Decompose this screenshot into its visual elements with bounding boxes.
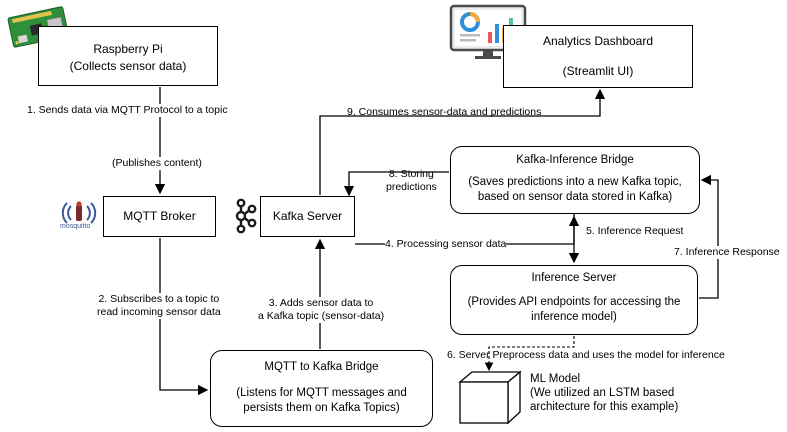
edge-7-connector — [699, 174, 719, 299]
edge-9-label: 9. Consumes sensor-data and predictions — [347, 106, 542, 118]
edge-1-sublabel: (Publishes content) — [112, 157, 202, 170]
mqtt-to-kafka-bridge-desc-line2: persists them on Kafka Topics) — [243, 402, 400, 414]
edge-2-label: 2. Subscribes to a topic to read incomin… — [97, 293, 221, 319]
edge-8-label-line1: 8. Storing — [388, 168, 434, 180]
ml-model-desc-line2: architecture for this example) — [530, 401, 679, 413]
ml-model-desc-line1: (We utilized an LSTM based — [530, 387, 675, 399]
inference-server-node: Inference Server (Provides API endpoints… — [450, 265, 698, 335]
kafka-inference-bridge-title: Kafka-Inference Bridge — [516, 154, 634, 166]
raspberry-pi-subtitle: (Collects sensor data) — [69, 59, 187, 73]
raspberry-pi-title: Raspberry Pi — [93, 42, 163, 56]
kafka-server-node: Kafka Server — [260, 196, 355, 237]
edge-2-connector — [159, 238, 209, 396]
kafka-inference-bridge-desc-line1: (Saves predictions into a new Kafka topi… — [468, 176, 682, 188]
inference-server-desc-line2: inference model) — [531, 311, 617, 323]
edge-4-label: 4. Processing sensor data — [385, 238, 507, 251]
ml-model-text: ML Model (We utilized an LSTM based arch… — [530, 372, 678, 414]
kafka-server-title: Kafka Server — [272, 209, 343, 223]
kafka-logo-icon — [235, 198, 257, 234]
edge-5-label: 5. Inference Request — [586, 225, 684, 237]
edge-7-label: 7. Inference Response — [674, 246, 780, 259]
edge-8-label-line2: predictions — [386, 181, 437, 193]
edge-3-label: 3. Adds sensor data to a Kafka topic (se… — [258, 297, 385, 323]
analytics-dashboard-node: Analytics Dashboard (Streamlit UI) — [503, 25, 693, 88]
edge-1-label: 1. Sends data via MQTT Protocol to a top… — [27, 104, 228, 117]
raspberry-pi-node: Raspberry Pi (Collects sensor data) — [38, 26, 218, 86]
analytics-dashboard-subtitle: (Streamlit UI) — [562, 64, 634, 78]
edge-6-label: 6. Server Preprocess data and uses the m… — [447, 349, 725, 361]
ml-model-title: ML Model — [530, 373, 581, 385]
cube-icon — [458, 370, 522, 425]
edge-9-connector — [319, 88, 606, 195]
kafka-inference-bridge-desc-line2: based on sensor data stored in Kafka) — [477, 191, 673, 203]
mosquitto-logo-icon — [61, 201, 97, 224]
edge-8-label: 8. Storing predictions — [386, 168, 437, 194]
edge-3-label-line1: 3. Adds sensor data to — [268, 297, 374, 309]
analytics-dashboard-title: Analytics Dashboard — [542, 34, 654, 48]
kafka-inference-bridge-node: Kafka-Inference Bridge (Saves prediction… — [450, 146, 700, 214]
edge-6-connector — [484, 336, 575, 372]
mosquitto-logo-text: mosquitto — [60, 223, 91, 230]
edge-8-connector — [343, 171, 449, 197]
inference-server-title: Inference Server — [531, 272, 617, 284]
mqtt-to-kafka-bridge-node: MQTT to Kafka Bridge (Listens for MQTT m… — [210, 350, 433, 427]
mqtt-to-kafka-bridge-title: MQTT to Kafka Bridge — [264, 361, 379, 373]
mqtt-broker-node: MQTT Broker — [103, 196, 216, 237]
edge-2-label-line2: read incoming sensor data — [97, 306, 221, 318]
edge-3-label-line2: a Kafka topic (sensor-data) — [258, 310, 385, 322]
edge-2-label-line1: 2. Subscribes to a topic to — [98, 293, 220, 305]
mqtt-to-kafka-bridge-desc-line1: (Listens for MQTT messages and — [236, 387, 407, 399]
inference-server-desc-line1: (Provides API endpoints for accessing th… — [467, 296, 681, 308]
mqtt-broker-title: MQTT Broker — [123, 209, 196, 223]
